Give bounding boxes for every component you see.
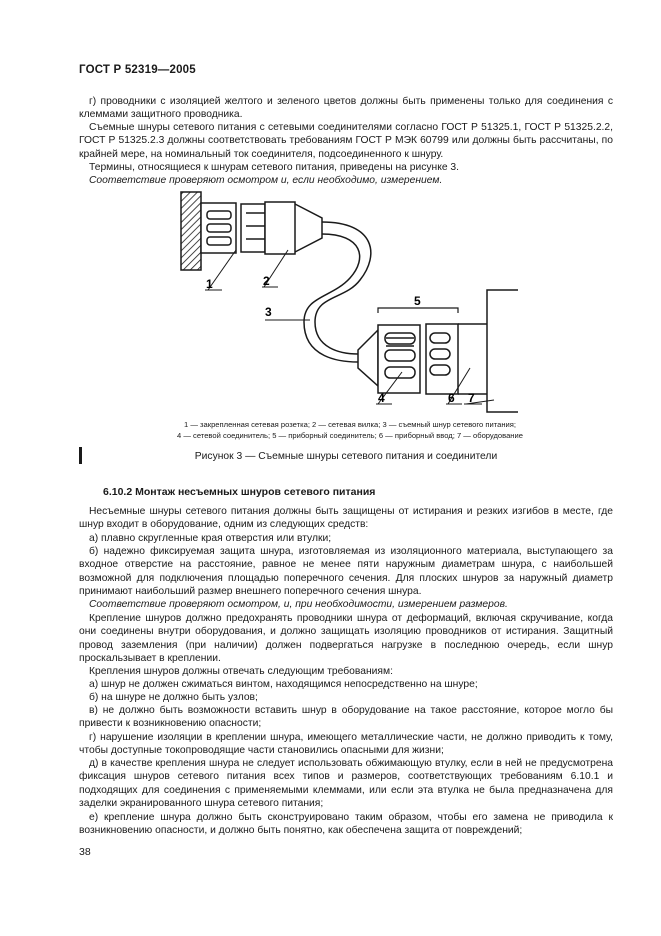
list-item-d: д) в качестве крепления шнура не следует…: [79, 758, 613, 810]
paragraph-non-detachable: Несъемные шнуры сетевого питания должны …: [79, 506, 613, 531]
figure-legend-line-2: 4 — сетевой соединитель; 5 — приборный с…: [177, 431, 523, 440]
list-item-v: в) не должно быть возможности вставить ш…: [79, 705, 613, 730]
cord-connector: [357, 328, 379, 388]
paragraph-item-g: г) проводники с изоляцией желтого и зеле…: [79, 96, 613, 121]
wall-hatch: [180, 191, 202, 271]
mains-plug: [240, 203, 266, 253]
page-number: 38: [79, 846, 91, 858]
list-item-a-2: а) шнур не должен сжиматься винтом, нахо…: [89, 679, 478, 690]
paragraph-removable-cords: Съемные шнуры сетевого питания с сетевым…: [79, 122, 613, 160]
figure-label-5: 5: [414, 294, 421, 308]
list-item-g: г) нарушение изоляции в креплении шнура,…: [79, 732, 613, 757]
paragraph-compliance-1: Соответствие проверяют осмотром и, если …: [89, 175, 443, 186]
figure-label-3: 3: [265, 305, 272, 319]
equipment-body: [486, 289, 518, 413]
paragraph-terms-ref: Термины, относящиеся к шнурам сетевого п…: [89, 162, 460, 173]
list-item-b: б) надежно фиксируемая защита шнура, изг…: [79, 546, 613, 598]
paragraph-cord-anchorage: Крепление шнуров должно предохранять про…: [79, 613, 613, 665]
document-header: ГОСТ Р 52319—2005: [79, 64, 196, 76]
list-item-e: е) крепление шнура должно быть сконструи…: [79, 812, 613, 837]
figure-label-1: 1: [206, 277, 213, 291]
change-bar: [79, 447, 82, 464]
list-item-b-2: б) на шнуре не должно быть узлов;: [89, 692, 258, 703]
figure-legend-line-1: 1 — закрепленная сетевая розетка; 2 — се…: [184, 420, 516, 429]
list-item-a: а) плавно скругленные края отверстия или…: [89, 533, 332, 544]
figure-label-4: 4: [378, 391, 385, 405]
section-title: 6.10.2 Монтаж несъемных шнуров сетевого …: [103, 486, 376, 498]
figure-title: Рисунок 3 — Съемные шнуры сетевого питан…: [194, 451, 498, 462]
power-cord: [314, 221, 372, 355]
paragraph-compliance-2: Соответствие проверяют осмотром, и, при …: [89, 599, 508, 610]
figure-label-7: 7: [468, 391, 475, 405]
figure-label-2: 2: [263, 274, 270, 288]
paragraph-requirements: Крепления шнуров должны отвечать следующ…: [89, 666, 393, 677]
figure-label-6: 6: [448, 391, 455, 405]
